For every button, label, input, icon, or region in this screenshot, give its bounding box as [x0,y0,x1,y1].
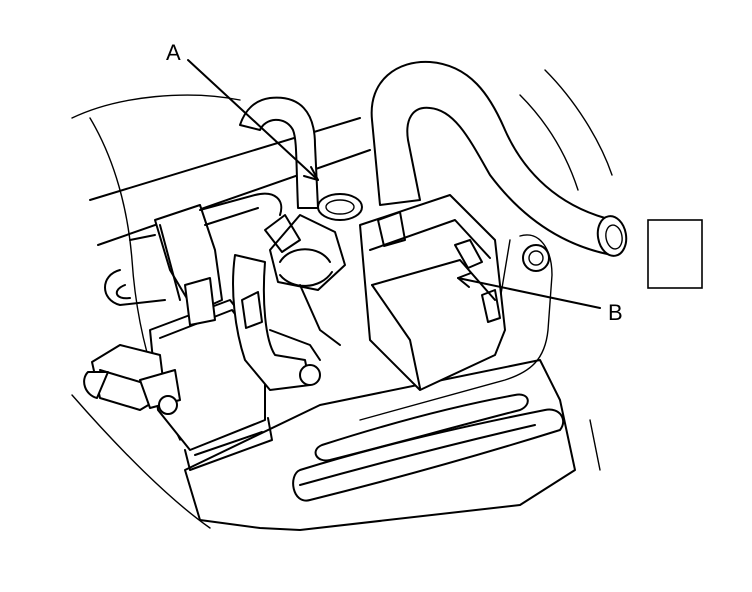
hose-clamp [232,214,346,391]
reference-box [647,219,703,289]
purge-hose [370,60,628,257]
leader-lines [187,59,601,309]
callout-label-a: A [166,40,181,65]
mounting-bolt [522,244,550,272]
fuel-lines [89,117,371,246]
purge-valve-assembly [83,192,283,471]
callout-label-b: B [608,300,623,325]
evap-canister [359,194,506,391]
